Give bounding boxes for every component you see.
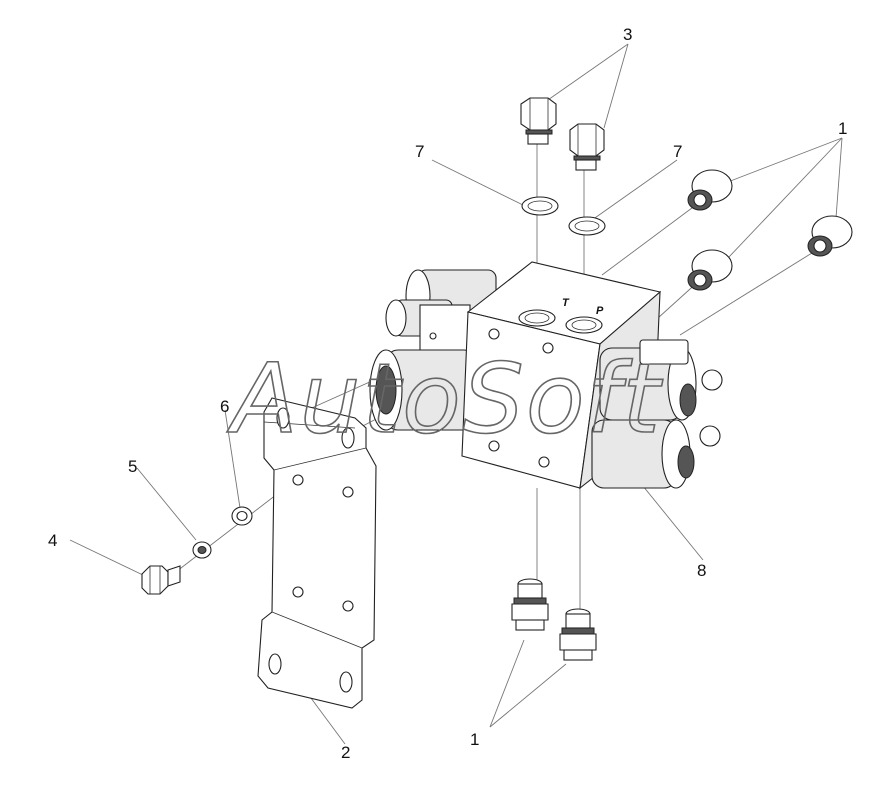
right-solenoid-valves bbox=[591, 339, 723, 489]
callout-2: 2 bbox=[341, 743, 350, 762]
callout-labels: 3 1 7 7 6 5 4 8 1 2 bbox=[48, 25, 847, 762]
plug-right bbox=[569, 123, 605, 171]
callout-5: 5 bbox=[128, 457, 137, 476]
callout-8: 8 bbox=[697, 561, 706, 580]
fitting-lower-1 bbox=[511, 578, 549, 631]
port-label-p: P bbox=[596, 305, 604, 317]
callout-7-left: 7 bbox=[415, 142, 424, 161]
plug-left bbox=[520, 97, 557, 145]
mounting-bracket bbox=[257, 397, 377, 709]
callout-6: 6 bbox=[220, 397, 229, 416]
port-label-t: T bbox=[562, 297, 570, 309]
callout-1-upper: 1 bbox=[838, 119, 847, 138]
fitting-upper-1 bbox=[687, 169, 733, 211]
fitting-lower-2 bbox=[559, 608, 597, 661]
sealing-washers bbox=[521, 196, 606, 236]
bolt-assembly bbox=[141, 506, 253, 595]
callout-7-right: 7 bbox=[673, 142, 682, 161]
callout-1-lower: 1 bbox=[470, 730, 479, 749]
fitting-upper-3 bbox=[807, 215, 853, 257]
watermark: AutoSoft bbox=[226, 343, 663, 455]
fitting-upper-2 bbox=[687, 249, 733, 291]
callout-3: 3 bbox=[623, 25, 632, 44]
callout-4: 4 bbox=[48, 531, 57, 550]
